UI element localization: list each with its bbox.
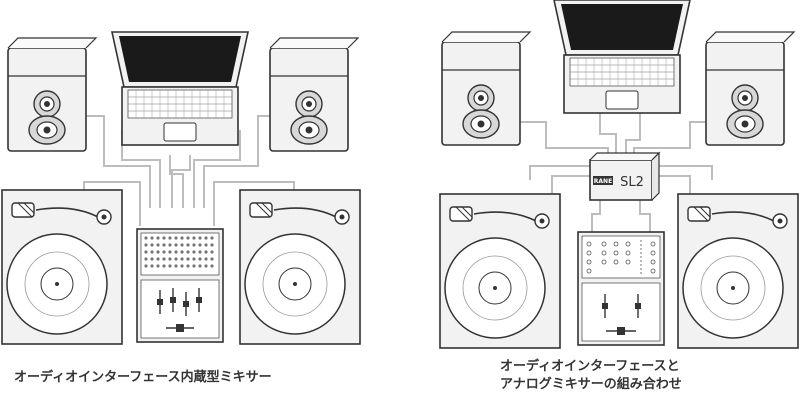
interface-model: SL2 — [620, 175, 644, 190]
laptop-2 — [553, 0, 691, 114]
crossfader — [176, 324, 184, 332]
interface-brand: RANE — [594, 178, 612, 185]
caption-interface-line1: オーディオインターフェースと — [500, 359, 680, 374]
speaker-left-2 — [441, 31, 531, 146]
laptop — [111, 31, 249, 146]
integrated-mixer — [136, 228, 224, 343]
turntable-right-2 — [677, 193, 799, 349]
turntable-right — [239, 189, 361, 345]
caption-interface-line2: アナログミキサーの組み合わせ — [500, 377, 682, 392]
cables-right — [520, 110, 713, 232]
turntable-left — [1, 189, 123, 345]
turntable-left-2 — [439, 193, 561, 349]
audio-interface-box: RANE SL2 — [589, 151, 661, 201]
integrated-mixer-setup — [1, 31, 361, 345]
speaker-right-2 — [705, 31, 795, 146]
speaker-right — [269, 37, 359, 152]
interface-plus-analog-mixer-setup: RANE SL2 — [439, 0, 799, 349]
caption-integrated-mixer: オーディオインターフェース内蔵型ミキサー — [14, 370, 272, 385]
analog-crossfader — [617, 327, 625, 335]
analog-mixer — [577, 231, 665, 346]
speaker-left — [7, 37, 97, 152]
